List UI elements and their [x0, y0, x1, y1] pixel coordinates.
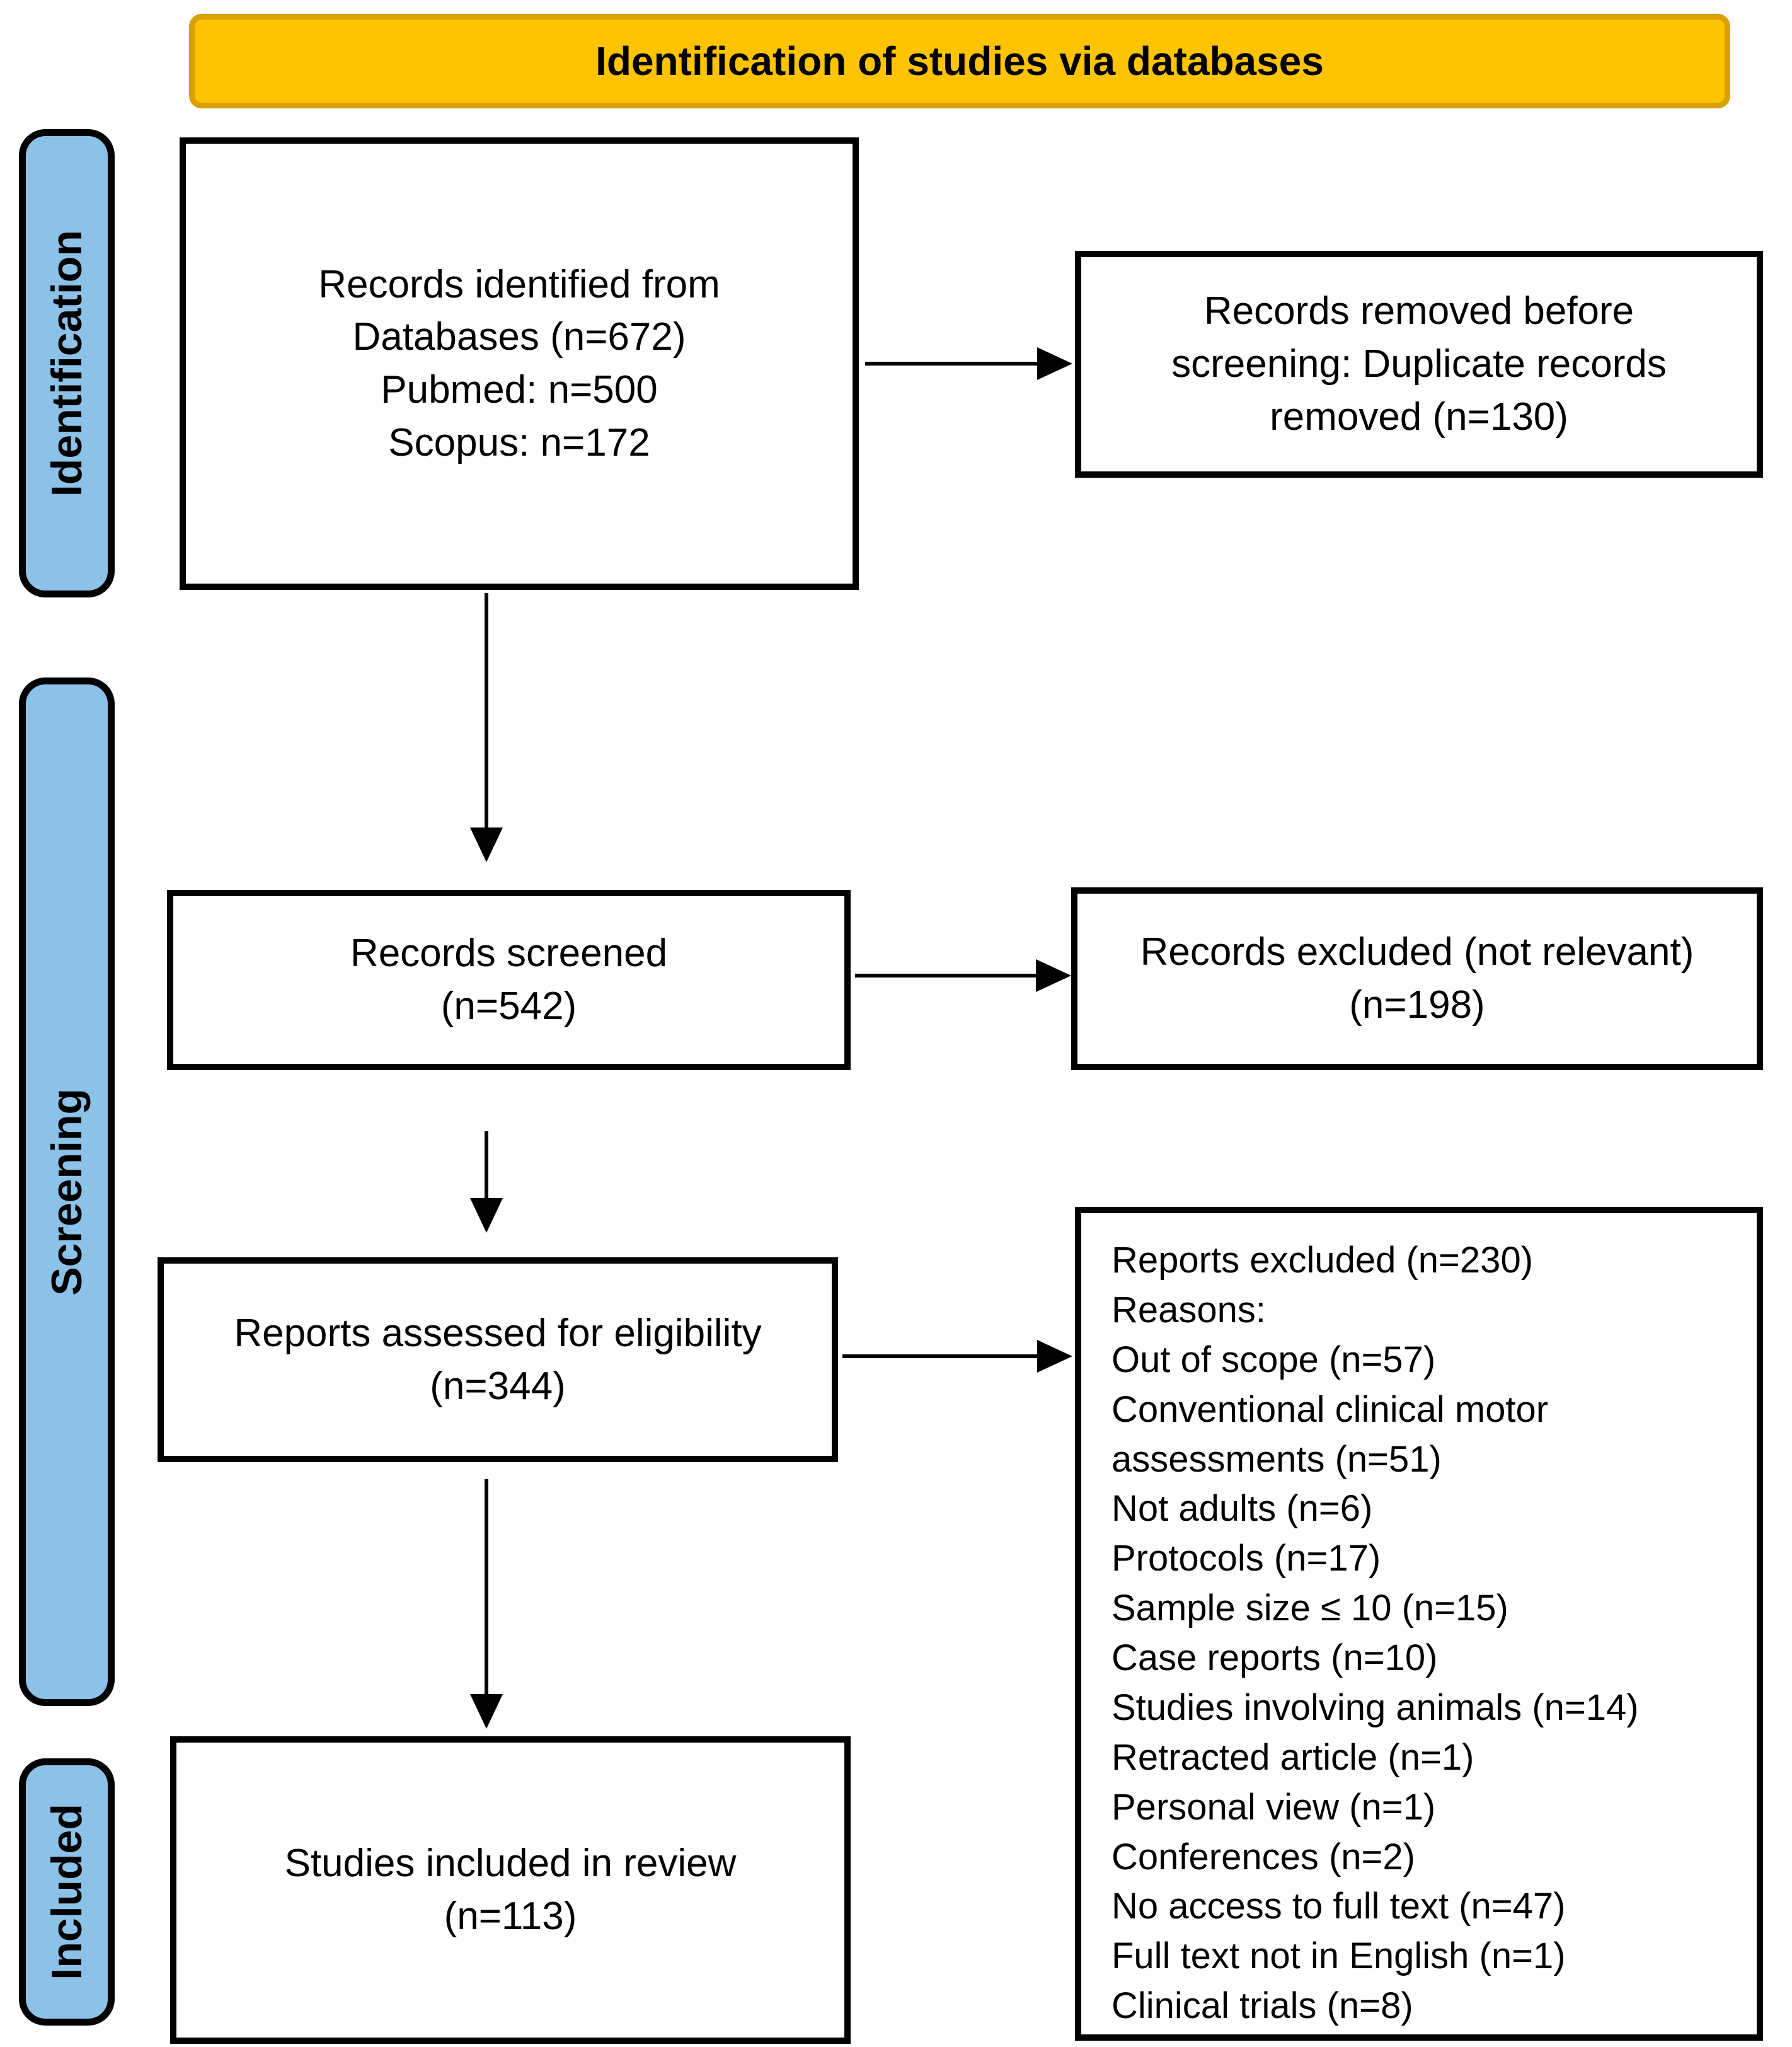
text-line: Reports excluded (n=230) — [1111, 1240, 1534, 1281]
text-line: Records excluded (not relevant) — [1140, 930, 1694, 974]
arrow-screened-to-excluded — [855, 959, 1071, 992]
text-line: Conferences (n=2) — [1111, 1836, 1415, 1877]
text-line: (n=198) — [1349, 983, 1485, 1027]
text-line: Records identified from — [318, 262, 720, 306]
text-line: Databases (n=672) — [352, 315, 686, 359]
text-line: Full text not in English (n=1) — [1111, 1935, 1566, 1977]
arrow-assessed-to-included — [470, 1479, 503, 1729]
text-line: Clinical trials (n=8) — [1111, 1985, 1413, 2027]
text-line: removed (n=130) — [1270, 395, 1568, 439]
box-reports-excluded-reasons: Reports excluded (n=230) Reasons: Out of s… — [1075, 1207, 1763, 2041]
text-line: Not adults (n=6) — [1111, 1488, 1373, 1530]
text-line: Pubmed: n=500 — [381, 368, 658, 412]
text-line: Out of scope (n=57) — [1111, 1339, 1436, 1380]
arrow-identified-to-removed — [865, 347, 1072, 380]
arrow-identified-to-screened — [470, 593, 503, 862]
text-line: Protocols (n=17) — [1111, 1538, 1381, 1579]
box-records-excluded: Records excluded (not relevant) (n=198) — [1071, 887, 1763, 1070]
arrow-head — [1037, 347, 1072, 380]
box-reports-assessed: Reports assessed for eligibility (n=344) — [158, 1257, 838, 1462]
arrow-head — [470, 1694, 503, 1729]
text-line: Case reports (n=10) — [1111, 1637, 1438, 1678]
text-line: Sample size ≤ 10 (n=15) — [1111, 1588, 1508, 1629]
text-line: Scopus: n=172 — [388, 420, 650, 464]
arrow-screened-to-assessed — [470, 1131, 503, 1233]
text-line: (n=344) — [430, 1364, 566, 1408]
stage-label-screening: Screening — [19, 678, 115, 1706]
text-line: Records removed before — [1203, 289, 1634, 333]
arrow-head — [470, 1198, 503, 1233]
banner: Identification of studies via databases — [189, 14, 1730, 108]
text-line: Reports assessed for eligibility — [234, 1311, 762, 1355]
stage-label-included: Included — [19, 1758, 115, 2026]
text-line: Studies included in review — [284, 1842, 737, 1886]
arrow-assessed-to-excluded-reports — [842, 1340, 1072, 1373]
arrow-head — [1037, 1340, 1072, 1373]
stage-label-identification: Identification — [19, 129, 115, 597]
arrow-head — [470, 827, 503, 862]
text-line: (n=113) — [444, 1894, 577, 1938]
text-line: (n=542) — [440, 984, 577, 1028]
text-line: Conventional clinical motor assessments … — [1111, 1388, 1549, 1480]
text-line: Records screened — [350, 931, 668, 976]
text-line: Studies involving animals (n=14) — [1111, 1687, 1639, 1728]
box-records-screened: Records screened (n=542) — [167, 890, 851, 1070]
box-records-removed-before-screening: Records removed before screening: Duplica… — [1075, 251, 1763, 478]
text-line: No access to full text (n=47) — [1111, 1886, 1566, 1927]
box-studies-included: Studies included in review (n=113) — [170, 1736, 851, 2044]
text-line: screening: Duplicate records — [1171, 342, 1667, 386]
text-line: Retracted article (n=1) — [1111, 1736, 1474, 1778]
text-line: Reasons: — [1111, 1289, 1266, 1330]
text-line: Personal view (n=1) — [1111, 1786, 1436, 1828]
banner-title: Identification of studies via databases — [595, 38, 1324, 84]
arrow-head — [1036, 959, 1071, 992]
